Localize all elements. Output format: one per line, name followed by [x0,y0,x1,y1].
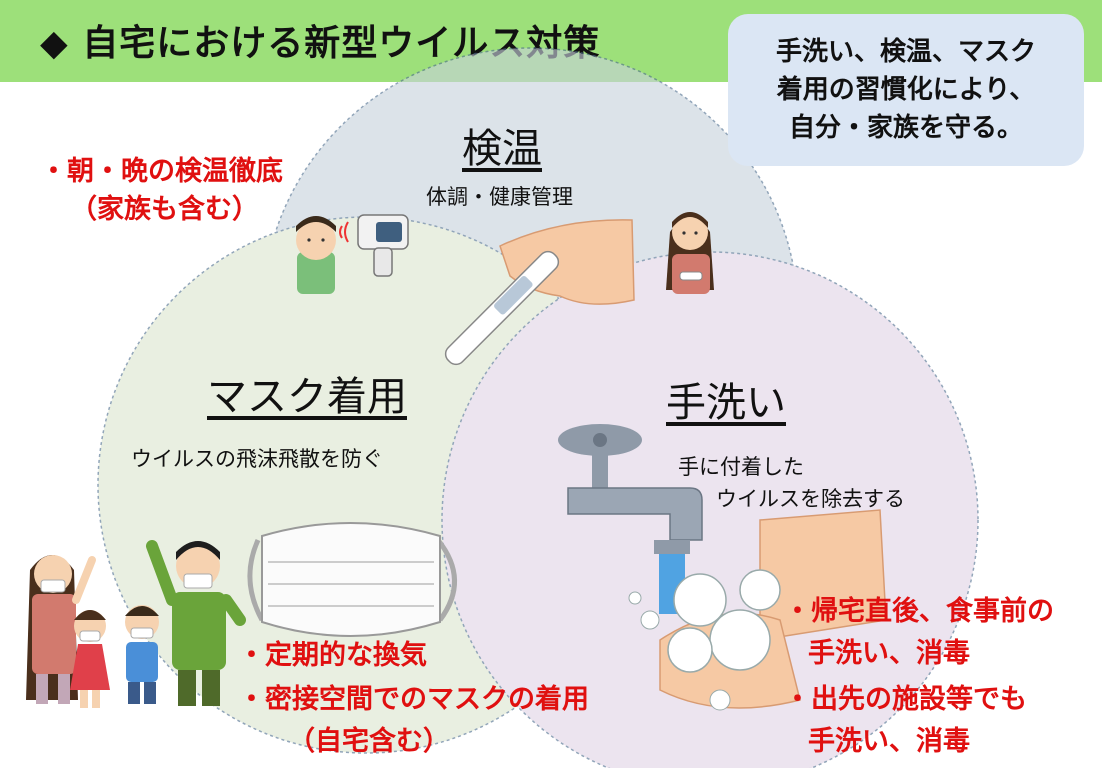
kenon-circle-title: 検温 [462,126,542,172]
family-illustration [26,540,246,708]
boy-temperature-check-illustration [296,214,409,294]
hands-washing-illustration [628,509,887,711]
tearai-note-line-4: 手洗い、消毒 [808,726,970,757]
callout-line: 自分・家族を守る。 [788,113,1023,143]
callout-line: 着用の習慣化により、 [776,75,1036,105]
tearai-note-line-2: 手洗い、消毒 [808,638,970,669]
tearai-circle-subtitle-line-2: ウイルスを除去する [716,487,905,511]
tearai-circle-subtitle-line-1: 手に付着した [678,455,804,479]
girl-temperature-illustration [666,212,714,294]
kenon-note-line-1: ・朝・晩の検温徹底 [40,156,283,187]
summary-callout: 手洗い、検温、マスク 着用の習慣化により、 自分・家族を守る。 [728,14,1084,166]
tearai-circle-title: 手洗い [666,380,786,426]
face-mask-illustration [247,522,457,637]
hand-thermometer-illustration [444,219,635,366]
kenon-circle-subtitle: 体調・健康管理 [426,185,573,209]
summary-callout-text: 手洗い、検温、マスク 着用の習慣化により、 自分・家族を守る。 [776,33,1036,147]
kenon-note-line-2: （家族も含む） [70,194,259,225]
mask-circle-title: マスク着用 [207,374,407,420]
mask-note-line-3: （自宅含む） [288,726,450,757]
tearai-note-line-1: ・帰宅直後、食事前の [784,596,1054,627]
mask-note-line-1: ・定期的な換気 [238,640,427,671]
mask-note-line-2: ・密接空間でのマスクの着用 [238,684,589,715]
tearai-note-line-3: ・出先の施設等でも [784,684,1027,715]
callout-line: 手洗い、検温、マスク [775,37,1036,67]
mask-circle-subtitle: ウイルスの飛沫飛散を防ぐ [131,447,383,471]
